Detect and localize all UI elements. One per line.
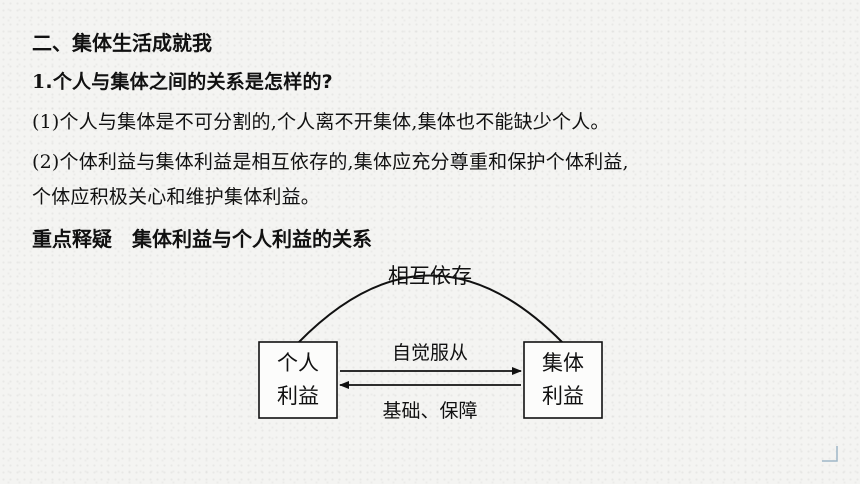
individual-interest-box: 个人 利益 (258, 341, 338, 419)
corner-mark-icon (822, 446, 838, 462)
individual-box-line-1: 个人 (277, 351, 319, 375)
question-number: 1 (32, 71, 46, 93)
answer-2-line-1: (2)个体利益与集体利益是相互依存的,集体应充分尊重和保护个体利益, (32, 151, 629, 173)
individual-box-line-2: 利益 (277, 384, 319, 408)
collective-box-line-2: 利益 (542, 384, 584, 408)
key-point-heading: 重点释疑集体利益与个人利益的关系 (32, 223, 372, 252)
key-point-label: 重点释疑 (32, 227, 112, 251)
conform-arrow-label: 自觉服从 (392, 342, 468, 364)
mutual-dependence-label: 相互依存 (388, 264, 472, 288)
collective-box-line-1: 集体 (542, 351, 584, 375)
support-arrow-label: 基础、保障 (382, 400, 477, 422)
question-line: 1.个人与集体之间的关系是怎样的? (32, 67, 333, 94)
section-title: 二、集体生活成就我 (32, 31, 212, 55)
collective-interest-box: 集体 利益 (523, 341, 603, 419)
question-text: .个人与集体之间的关系是怎样的? (45, 71, 333, 93)
mutual-dependence-arc (297, 274, 564, 344)
answer-2-line-2: 个体应积极关心和维护集体利益。 (32, 186, 321, 208)
key-point-title: 集体利益与个人利益的关系 (132, 227, 372, 251)
answer-1: (1)个人与集体是不可分割的,个人离不开集体,集体也不能缺少个人。 (32, 111, 610, 133)
